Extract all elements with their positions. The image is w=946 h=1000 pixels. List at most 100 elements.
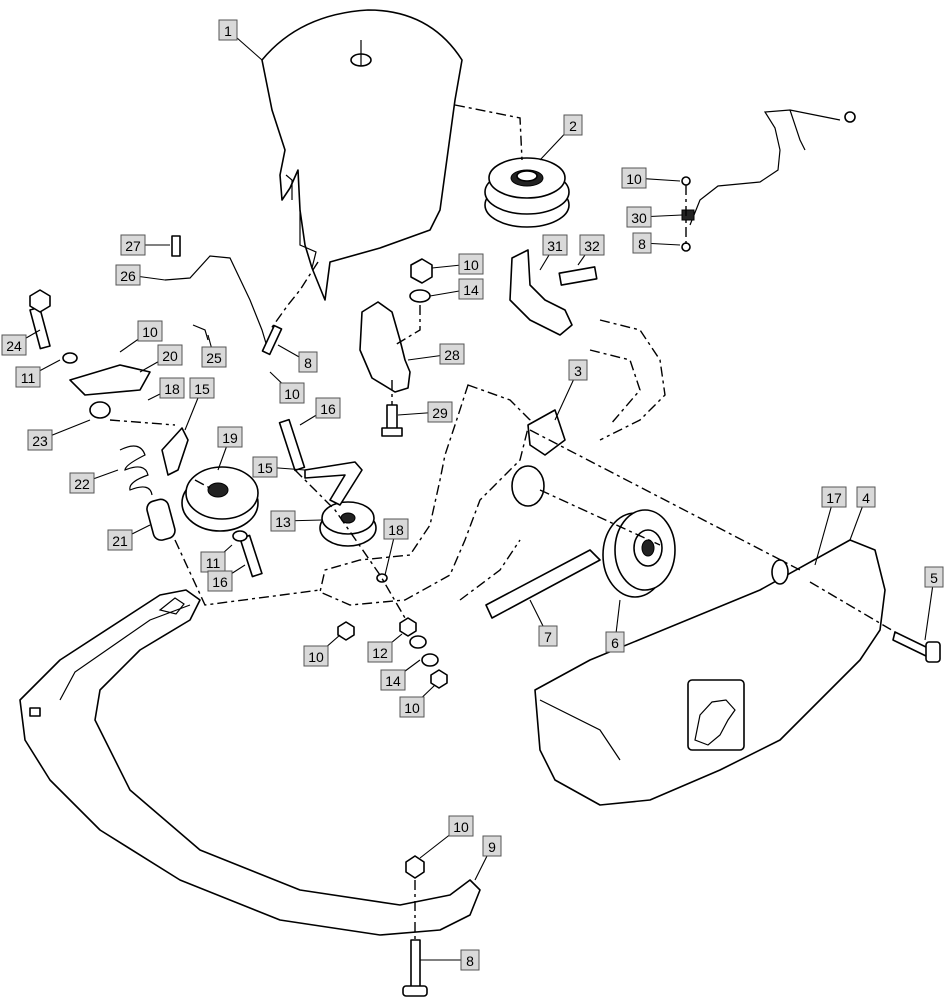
callout-box (218, 19, 238, 41)
callout-number: 18 (164, 381, 180, 397)
callout-number: 8 (638, 236, 646, 252)
v-belt (485, 549, 601, 619)
callout-box (207, 570, 233, 592)
callout-box (15, 366, 41, 388)
callout-10: 10 (431, 253, 484, 275)
callout-25: 25 (201, 334, 227, 368)
callout-18: 18 (383, 518, 409, 576)
callout-box (427, 401, 453, 423)
callout-number: 4 (862, 490, 870, 506)
idler-brackets (161, 427, 363, 506)
callout-4: 4 (849, 486, 876, 541)
callout-29: 29 (397, 401, 453, 423)
callout-11: 11 (15, 359, 61, 388)
driven-pulley (602, 509, 676, 598)
assembly-centerlines (109, 104, 896, 940)
callout-8: 8 (277, 344, 318, 373)
callout-number: 23 (32, 433, 48, 449)
callout-32: 32 (577, 234, 605, 266)
callout-28: 28 (407, 343, 465, 365)
callout-9: 9 (474, 835, 502, 881)
callout-box (460, 949, 480, 971)
callout-box (303, 645, 329, 667)
control-rod (681, 109, 856, 252)
callout-box (626, 206, 652, 228)
callout-number: 13 (275, 514, 291, 530)
callout-27: 27 (120, 234, 170, 256)
callout-number: 21 (112, 533, 128, 549)
callout-number: 28 (444, 347, 460, 363)
callout-box (399, 696, 425, 718)
callout-box (821, 486, 847, 508)
callout-14: 14 (380, 659, 421, 691)
callout-box (115, 264, 141, 286)
callout-box (279, 382, 305, 404)
callout-number: 11 (206, 555, 221, 571)
callout-number: 20 (162, 348, 178, 364)
callout-box (1, 334, 27, 356)
callout-31: 31 (539, 234, 568, 271)
callout-3: 3 (554, 359, 588, 421)
tension-spring-assembly (29, 289, 176, 541)
callout-number: 18 (388, 522, 404, 538)
idler-arm-frame (319, 319, 666, 606)
guard-bolt (892, 631, 941, 663)
callout-number: 15 (257, 460, 273, 476)
callout-number: 10 (463, 257, 479, 273)
callout-box (252, 456, 278, 478)
callout-number: 16 (212, 574, 228, 590)
callout-number: 10 (308, 649, 324, 665)
callout-box (107, 529, 133, 551)
callout-box (367, 641, 393, 663)
callout-21: 21 (107, 524, 151, 551)
callout-30: 30 (626, 206, 683, 228)
belt-shield-plate (19, 589, 481, 936)
callout-number: 2 (569, 118, 577, 134)
callout-number: 10 (404, 700, 420, 716)
callout-number: 7 (544, 629, 552, 645)
callout-18: 18 (147, 377, 185, 401)
callout-box (315, 397, 341, 419)
callout-number: 29 (432, 405, 448, 421)
callout-10: 10 (621, 167, 681, 189)
callout-box (924, 566, 944, 588)
callout-5: 5 (924, 566, 944, 641)
callout-number: 12 (372, 645, 388, 661)
callout-15: 15 (184, 377, 215, 431)
callout-box (563, 114, 583, 136)
callout-number: 10 (453, 819, 469, 835)
callout-8: 8 (632, 232, 681, 254)
callout-12: 12 (367, 633, 403, 663)
callout-box (621, 167, 647, 189)
callout-number: 6 (611, 635, 619, 651)
callout-box (605, 631, 625, 653)
callout-16: 16 (207, 564, 246, 592)
callout-number: 25 (206, 350, 222, 366)
callout-24: 24 (1, 329, 41, 356)
belt-guard-cone (261, 9, 463, 301)
callout-labels: 1234567888910101010101010111112131414151… (1, 19, 944, 971)
callout-number: 32 (584, 238, 600, 254)
shield-hardware (402, 855, 428, 997)
callout-number: 17 (826, 490, 842, 506)
callout-number: 22 (74, 476, 90, 492)
callout-8: 8 (420, 949, 480, 971)
idler-pulley-small (319, 501, 377, 547)
callout-number: 8 (304, 355, 312, 371)
callout-15: 15 (252, 456, 306, 478)
callout-box (568, 359, 588, 381)
callout-box (189, 377, 215, 399)
callout-box (439, 343, 465, 365)
callout-box (137, 320, 163, 342)
callout-number: 27 (125, 238, 141, 254)
idler-rod (164, 235, 269, 351)
callout-box (448, 815, 474, 837)
pivot-bolts (232, 324, 306, 578)
callout-16: 16 (299, 397, 341, 426)
callout-2: 2 (539, 114, 583, 161)
callout-number: 10 (284, 386, 300, 402)
callout-box (632, 232, 652, 254)
callout-22: 22 (69, 469, 119, 494)
callout-number: 15 (194, 381, 210, 397)
callout-number: 30 (631, 210, 647, 226)
